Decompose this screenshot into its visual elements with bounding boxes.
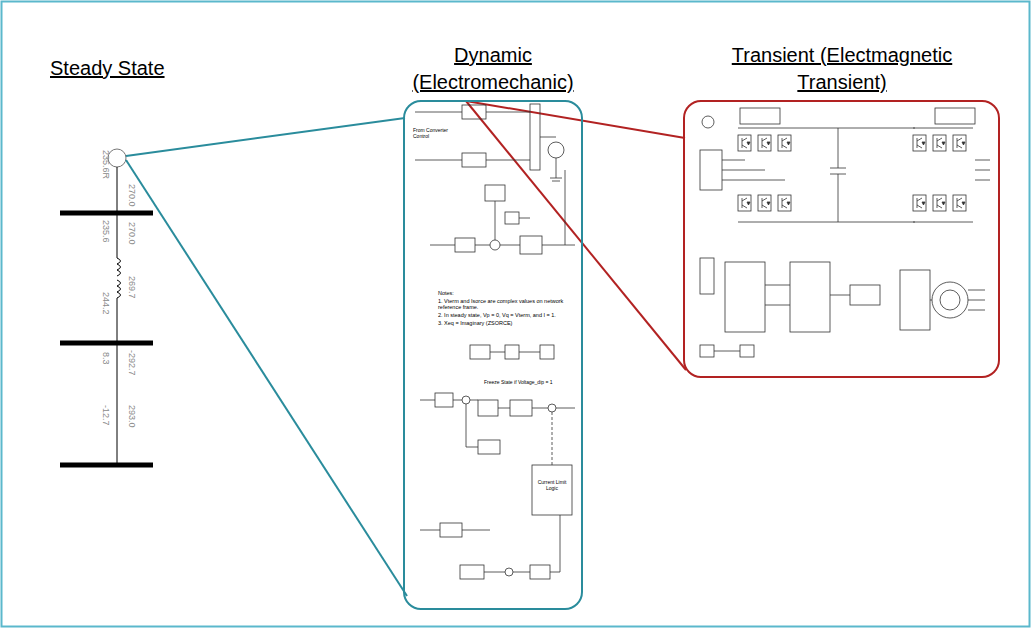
column-heading: Steady State xyxy=(50,57,165,80)
flow-value: -292.7 xyxy=(126,350,136,376)
transient-model-panel: Transient (Electmagnetic Transient) xyxy=(683,100,1000,378)
flow-value: 235.6R xyxy=(100,150,110,179)
flow-value: 8.3 xyxy=(100,352,110,365)
flow-value: 293.0 xyxy=(126,405,136,428)
flow-value: 269.7 xyxy=(126,276,136,299)
dynamic-model-panel: Dynamic (Electromechanic) xyxy=(403,100,583,610)
converter-circuit xyxy=(700,108,990,357)
signal-label: From Converter Control xyxy=(413,128,457,140)
block-diagram xyxy=(415,104,575,254)
block-note: Freeze State if Voltage_dip = 1 xyxy=(484,380,574,386)
control-block-diagram xyxy=(420,345,575,579)
note-text: 1. Vterm and Isorce are complex values o… xyxy=(438,298,578,311)
note-text: 3. Xeq = Imaginary (ZSORCE) xyxy=(438,320,578,326)
note-text: 2. In steady state, Vp = 0, Vq = Vterm, … xyxy=(438,312,578,318)
note-heading: Notes: xyxy=(438,290,578,296)
flow-value: 270.0 xyxy=(126,222,136,245)
one-line-diagram xyxy=(60,149,153,465)
flow-value: 235.6 xyxy=(100,220,110,243)
flow-value: 270.0 xyxy=(126,184,136,207)
block-label: Current Limit Logic xyxy=(535,480,569,492)
flow-value: -12.7 xyxy=(100,405,110,426)
flow-value: 244.2 xyxy=(100,292,110,315)
zoom-lines xyxy=(126,101,686,596)
panel-heading: Transient (Electmagnetic Transient) xyxy=(724,42,960,96)
panel-heading: Dynamic (Electromechanic) xyxy=(408,42,578,96)
